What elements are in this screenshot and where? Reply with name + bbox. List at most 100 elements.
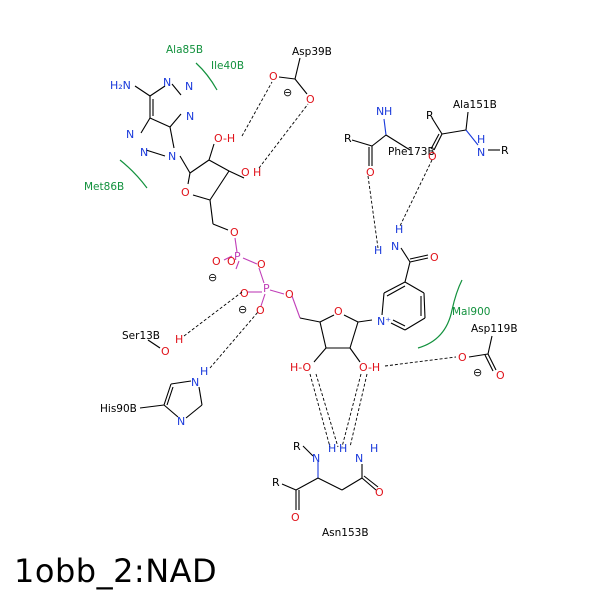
atom-n-ring: N (140, 146, 148, 159)
atom-o-phe173: O (366, 166, 375, 179)
bond (343, 314, 359, 323)
bond (383, 118, 387, 136)
adenosine-ribose: O O-H O H O (179, 132, 261, 239)
bond (294, 78, 308, 95)
hbond-ala151-amide (399, 159, 433, 227)
label-met86b: Met86B (84, 181, 124, 193)
pyrophosphate-group: P O O O ⊖ P O O O ⊖ (208, 237, 301, 319)
bond (291, 295, 301, 319)
atom-o-ser13: O (161, 345, 170, 358)
atom-o-ala151: O (428, 150, 437, 163)
bond (404, 261, 411, 283)
r-group-ala151-b: R (501, 144, 509, 157)
label-asp39b: Asp39B (292, 46, 332, 58)
r-group-asn153-b: R (272, 476, 280, 489)
bond (390, 322, 406, 331)
atom-o-amide: O (430, 251, 439, 264)
atom-p1: P (234, 250, 241, 263)
bond (139, 404, 165, 409)
label-asp119b: Asp119B (471, 323, 518, 335)
bond (189, 159, 210, 174)
bond (163, 404, 179, 418)
bond (441, 129, 467, 135)
atom-n-ala151: N (477, 146, 485, 159)
hbond-his90 (209, 311, 259, 369)
atom-n3b: N (186, 110, 194, 123)
label-his90b: His90B (100, 403, 137, 415)
bond (341, 477, 363, 491)
bond (363, 475, 379, 488)
bond (484, 354, 494, 372)
atom-o-asp119-b: O (496, 369, 505, 382)
hydrophobic-contacts: Ala85B Ile40B Met86B Mal900 (84, 44, 490, 349)
nicotinamide-ribose: O H-O O-H (290, 305, 380, 374)
bond (140, 117, 151, 134)
bond (198, 386, 203, 406)
bond (351, 139, 373, 147)
bond (294, 57, 301, 80)
hydroxyl-o3n: O-H (359, 361, 380, 374)
atom-h-amide-b: H (395, 223, 403, 236)
atom-o-asn153-b: O (375, 486, 384, 499)
residue-asp39b: Asp39B O O ⊖ (269, 46, 332, 106)
hydroxyl-h3: H (253, 166, 261, 179)
bond (269, 289, 285, 295)
r-group-ala151: R (426, 109, 434, 122)
hydroxyl-o2n: H-O (290, 361, 312, 374)
bond (313, 347, 327, 363)
atom-n3: N (185, 80, 193, 93)
bond (404, 317, 426, 331)
bond (299, 317, 321, 323)
atom-n9: N (168, 150, 176, 163)
bond (187, 172, 191, 185)
charge-minus-asp119: ⊖ (473, 366, 482, 379)
atom-n-asn153-b: N (355, 452, 363, 465)
atom-n-pyridinium: N⁺ (377, 315, 391, 328)
atom-o-bridge: O (257, 258, 266, 271)
bond (357, 319, 373, 323)
residue-phe173b: N H R Phe173B O (344, 105, 435, 179)
bond (392, 319, 406, 327)
hbond-asp39-o3 (258, 103, 309, 169)
ligand-caption: 1obb_2:NAD (14, 552, 218, 590)
bond (260, 293, 266, 307)
label-ala85b: Ala85B (166, 44, 203, 56)
nicotinamide-group: N⁺ O N H H (374, 223, 439, 331)
bond (487, 335, 493, 355)
bond (319, 321, 327, 349)
hbond-asn153-o3b (349, 373, 368, 448)
bond (465, 129, 479, 146)
bond (223, 255, 233, 261)
atom-n7: N (126, 128, 134, 141)
hydrogen-bonds (183, 81, 457, 448)
hydrophobic-arc-met86 (119, 159, 148, 189)
atom-h-asn153-c: H (370, 442, 378, 455)
bond (149, 85, 166, 97)
atom-o-asp39-b: O (306, 93, 315, 106)
charge-minus-asp39: ⊖ (283, 86, 292, 99)
residue-ala151b: R Ala151B N H R O (426, 99, 509, 163)
bond (179, 155, 191, 174)
hbond-asp119 (384, 356, 457, 367)
hydrophobic-arc-mal900 (417, 279, 463, 349)
bond (170, 380, 192, 385)
hbond-asn153-o3a (341, 373, 362, 448)
atom-o-asn153-a: O (291, 511, 300, 524)
atom-o-ring-n: O (334, 305, 343, 318)
bond (258, 267, 265, 284)
bond (430, 133, 440, 150)
atom-h-amide-a: H (374, 244, 382, 257)
bond (349, 347, 361, 363)
atom-h-asn153-b: H (339, 442, 347, 455)
hbond-asp39-o2 (241, 81, 273, 137)
atom-h-ser13: H (175, 333, 183, 346)
atom-o-p2c: O (285, 288, 294, 301)
bond (385, 134, 411, 151)
bond (208, 159, 230, 172)
bond (386, 285, 406, 297)
bond (209, 199, 214, 225)
bond (433, 133, 443, 151)
charge-minus-p2: ⊖ (238, 303, 247, 316)
bond (295, 477, 319, 491)
